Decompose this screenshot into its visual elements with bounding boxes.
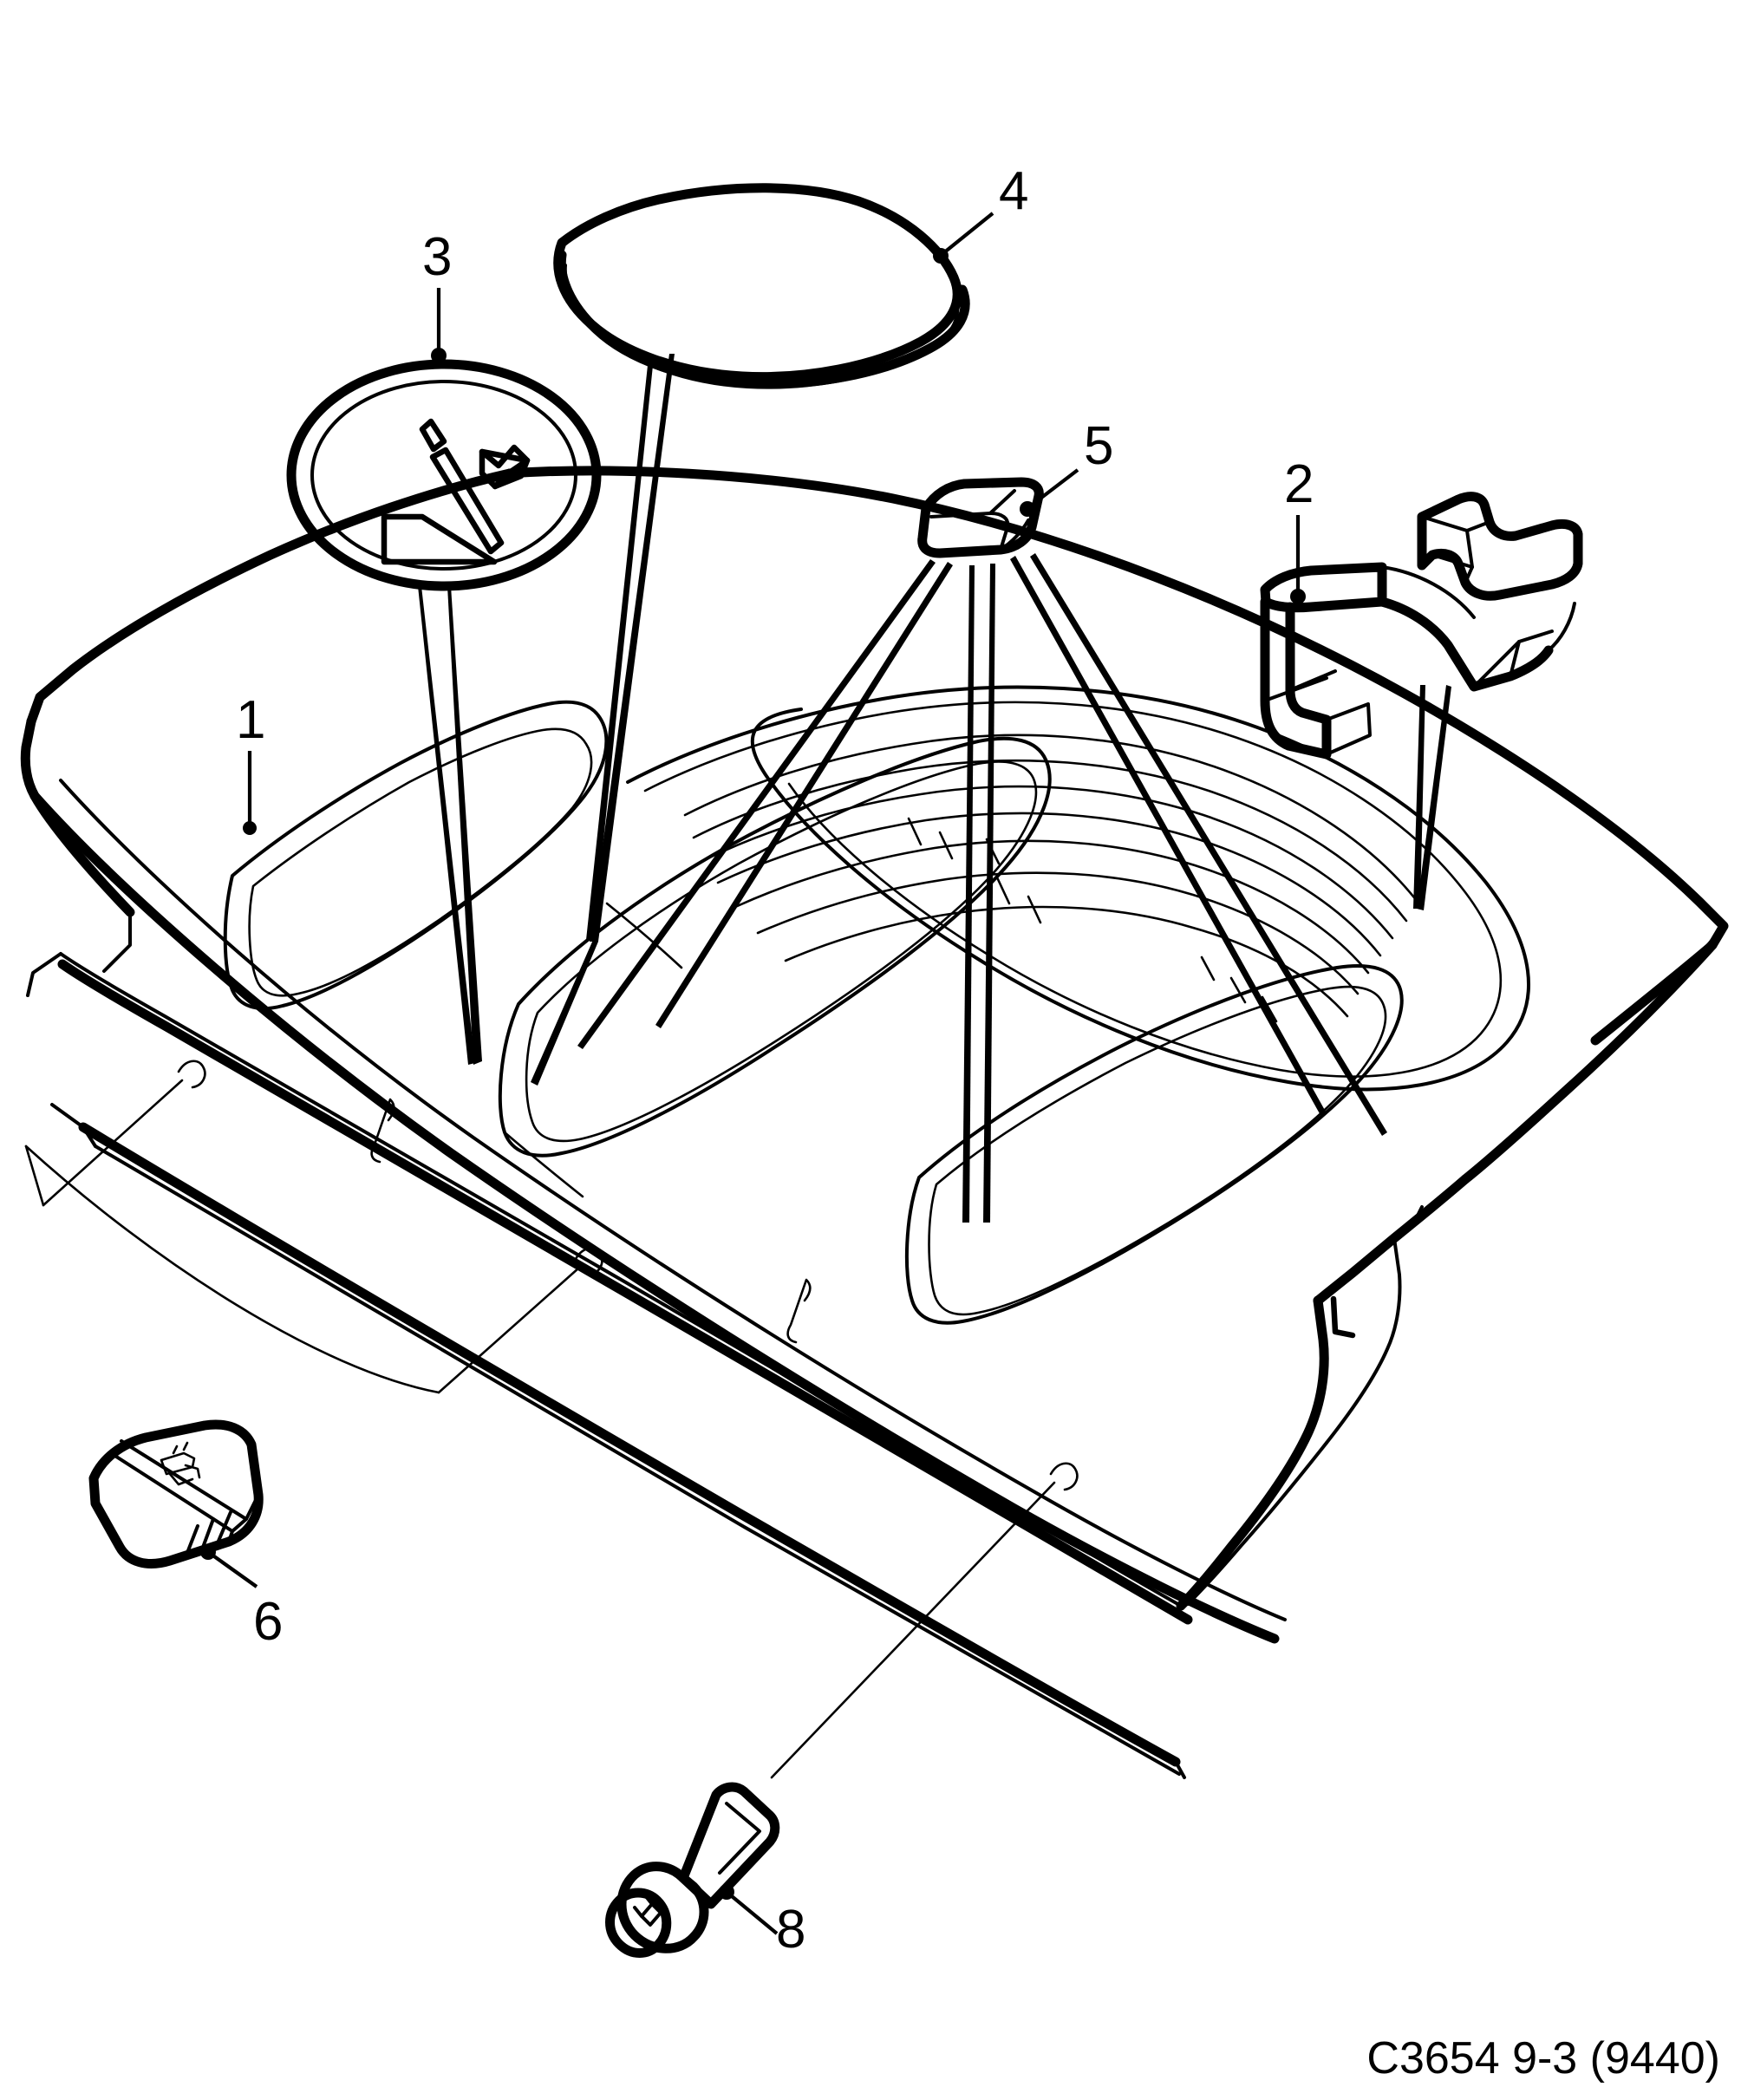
warning-decal xyxy=(286,359,602,591)
push-pin-rivet xyxy=(605,1782,780,1958)
access-cover-lid xyxy=(553,183,970,389)
embossed-symbol-icon xyxy=(160,1441,201,1486)
callout-label-4: 4 xyxy=(999,161,1029,221)
retaining-clip-bracket xyxy=(1260,492,1583,760)
leader-item-5 xyxy=(577,553,1387,1223)
leader-item-4 xyxy=(531,354,675,1086)
callout-leaders xyxy=(243,212,1306,835)
mounting-hole-markers xyxy=(24,1060,1079,1779)
end-cover-cap xyxy=(88,1419,264,1588)
leader-item-2 xyxy=(1413,685,1451,910)
seat-belt-warning-icon xyxy=(381,418,531,565)
parcel-shelf-panel xyxy=(20,466,1729,1779)
leader-item-3 xyxy=(418,586,482,1065)
callout-label-2: 2 xyxy=(1284,454,1314,514)
diagram-caption: C3654 9-3 (9440) xyxy=(1366,2033,1720,2084)
callout-label-1: 1 xyxy=(236,690,266,750)
trim-cap-plug xyxy=(917,477,1044,558)
callout-label-5: 5 xyxy=(1084,416,1114,476)
callout-label-8: 8 xyxy=(776,1900,806,1960)
callout-label-6: 6 xyxy=(253,1592,284,1652)
speaker-grille xyxy=(626,685,1530,1092)
callout-label-3: 3 xyxy=(422,227,453,287)
